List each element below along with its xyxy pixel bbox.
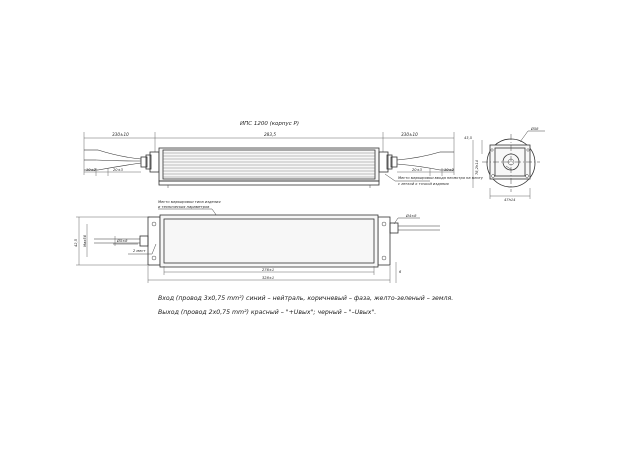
dim-left-lead: 330±10 [112, 132, 129, 137]
dim-right-b: 20±3 [412, 168, 423, 172]
end-view: 43,5 Ø58 76,2h14 47h14 [464, 126, 545, 202]
plan-dim-right-side: 6 [399, 270, 402, 274]
input-wiring-note: Вход (провод 3х0,75 mm²) синий – нейтрал… [158, 295, 453, 302]
plan-dim-length-total: 328±1 [262, 276, 274, 280]
end-dim-b: Ø58 [530, 126, 539, 131]
dim-left-a: 10±2 [86, 168, 97, 172]
end-dim-height: 76,2h14 [475, 159, 479, 175]
plan-dim-hole-right: Ø4×8 [405, 213, 417, 218]
marking-note-line1: Место маркировки типа изделия [158, 200, 221, 204]
dim-right-a: 10±2 [444, 168, 455, 172]
dim-left-b: 20±3 [113, 168, 124, 172]
cooling-fins [163, 152, 375, 178]
output-wiring-note: Выход (провод 2х0,75 mm²) красный – "+Uв… [158, 309, 376, 316]
plan-dim-hole-spacing: 2 мест [133, 249, 146, 253]
plan-dim-height: 42,5 [74, 238, 78, 247]
top-view: 330±10 283,5 330±10 10±2 20±3 [83, 132, 484, 188]
plan-dim-inner-height: Max56 [83, 234, 87, 247]
label-place-note-line1: Место маркировки ввода несмотря на мачту [398, 176, 484, 180]
plan-dim-hole-left: Ø5×8 [116, 238, 128, 243]
plan-dim-length-inner: 276±1 [262, 268, 274, 272]
marking-note-line2: и технических параметров [158, 205, 209, 209]
label-place-note-line2: с легкой к точкой издания [398, 182, 450, 186]
dim-right-lead: 330±10 [401, 132, 418, 137]
drawing-title: ИПС 1200 (корпус P) [240, 121, 299, 127]
dim-body-length: 283,5 [264, 132, 276, 137]
end-dim-width: 47h14 [504, 198, 516, 202]
plan-view: Место маркировки типа изделия и техничес… [74, 200, 440, 283]
end-dim-a: 43,5 [464, 136, 473, 140]
